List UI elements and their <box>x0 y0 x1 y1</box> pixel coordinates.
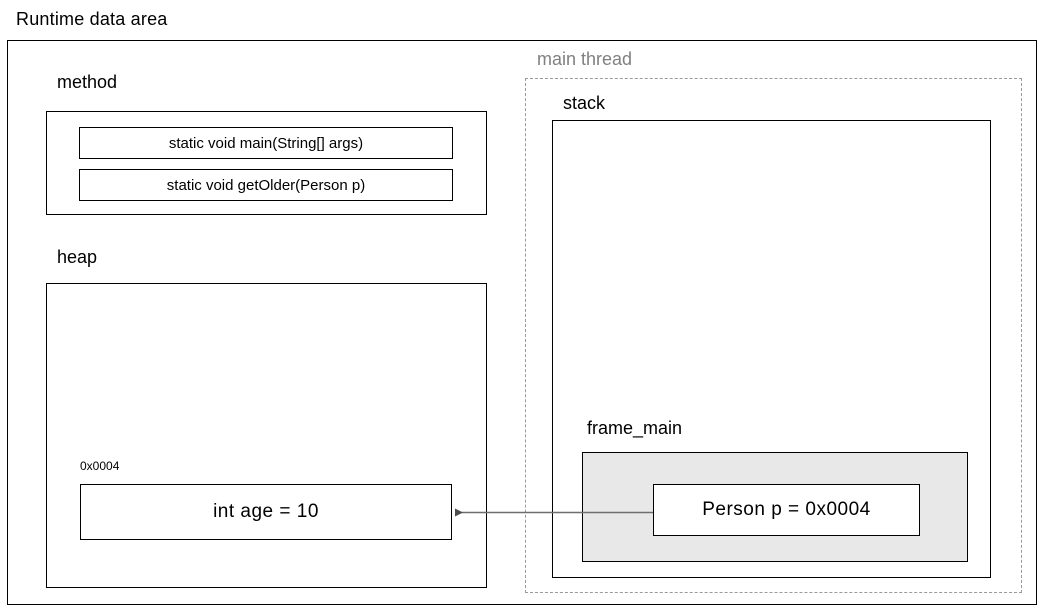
page-title: Runtime data area <box>16 9 168 29</box>
reference-arrow <box>455 508 653 517</box>
method-entry-get-older[interactable]: static void getOlder(Person p) <box>79 169 453 201</box>
heap-object-address: 0x0004 <box>80 459 120 473</box>
frame-variable-person-p[interactable]: Person p = 0x0004 <box>653 484 920 536</box>
heap-object-box[interactable]: int age = 10 <box>80 484 452 540</box>
stack-label: stack <box>563 93 606 113</box>
stack-box <box>552 120 991 578</box>
method-area-box <box>46 111 487 215</box>
method-area-label: method <box>57 72 118 92</box>
heap-area-box <box>46 283 487 588</box>
method-entry-main[interactable]: static void main(String[] args) <box>79 127 453 159</box>
main-thread-label: main thread <box>537 49 633 69</box>
frame-main-label: frame_main <box>587 418 683 438</box>
runtime-data-area-box <box>7 40 1037 605</box>
heap-area-label: heap <box>57 247 98 267</box>
main-thread-box <box>525 78 1022 593</box>
